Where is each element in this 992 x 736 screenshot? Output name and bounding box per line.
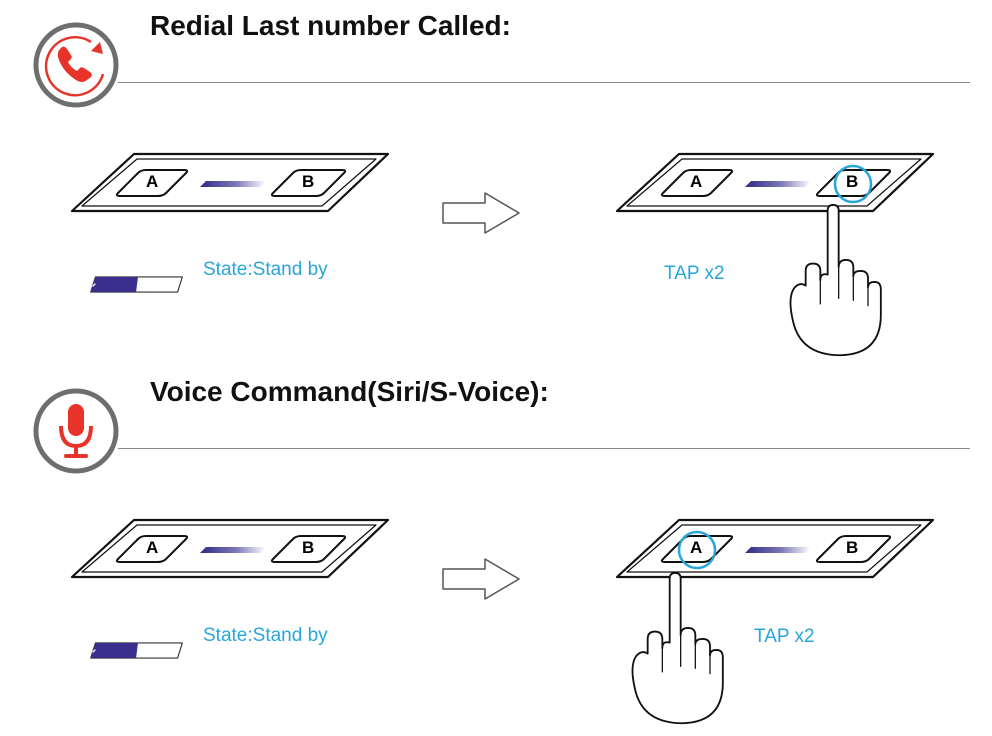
right-arrow-icon	[441, 557, 521, 601]
battery-indicator	[88, 642, 186, 659]
section-divider	[118, 448, 970, 449]
state-label: State:Stand by	[203, 625, 328, 646]
phone-redial-icon	[33, 22, 119, 108]
button-a-label: A	[690, 172, 703, 191]
tap-highlight-circle	[833, 164, 873, 204]
hand-tap-icon	[622, 564, 732, 734]
right-arrow-icon	[441, 191, 521, 235]
button-a-label: A	[146, 172, 159, 191]
battery-indicator	[88, 276, 186, 293]
action-label: TAP x2	[664, 263, 725, 284]
button-b-label: B	[302, 538, 315, 557]
tap-highlight-circle	[677, 530, 717, 570]
button-a-label: A	[690, 538, 703, 557]
section-title: Redial Last number Called:	[150, 10, 511, 41]
button-b-label: B	[846, 538, 859, 557]
button-b-label: B	[846, 172, 859, 191]
section-divider	[118, 82, 970, 83]
action-label: TAP x2	[754, 626, 815, 647]
microphone-icon	[33, 388, 119, 474]
state-label: State:Stand by	[203, 259, 328, 280]
button-a-label: A	[146, 538, 159, 557]
button-b-label: B	[302, 172, 315, 191]
hand-tap-icon	[780, 196, 890, 366]
section-title: Voice Command(Siri/S-Voice):	[150, 376, 549, 407]
